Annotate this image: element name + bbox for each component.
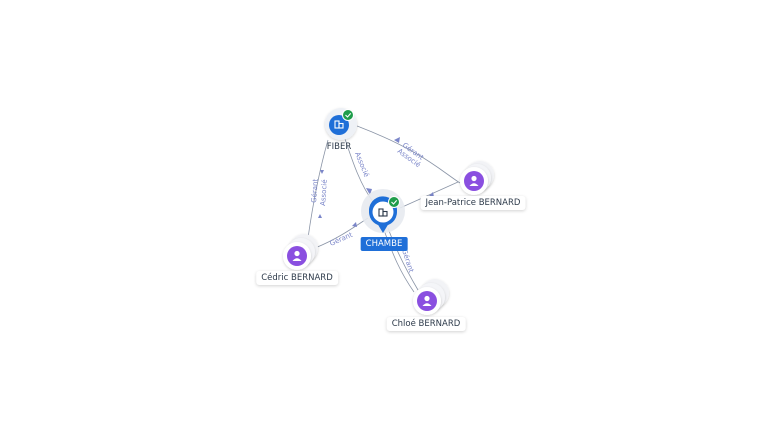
edge-arrows	[318, 137, 434, 227]
node-fiber[interactable]	[325, 108, 357, 140]
person-icon	[469, 175, 479, 186]
node-chambe[interactable]	[361, 189, 405, 233]
company-building-icon	[378, 208, 388, 217]
edge-label-cedric-fiber-1: Gérant	[310, 178, 320, 203]
arrow-cedric-fiber-bottom	[318, 214, 322, 218]
node-label-jean-patrice[interactable]: Jean-Patrice BERNARD	[420, 196, 526, 210]
edge-chloe-center-2	[383, 229, 415, 293]
edge-label-cedric-center: Gérant	[329, 231, 354, 248]
arrow-cedric-fiber-top	[320, 170, 324, 174]
edge-chloe-center	[387, 227, 419, 291]
node-cedric[interactable]	[283, 234, 318, 270]
person-icon	[422, 295, 432, 306]
arrow-jp-fiber	[394, 137, 400, 143]
arrow-cedric-center	[352, 222, 357, 227]
edge-label-cedric-fiber-2: Associé	[319, 179, 329, 206]
node-label-chloe[interactable]: Chloé BERNARD	[386, 317, 466, 331]
edge-label-fiber-center: Associé	[353, 151, 370, 179]
node-label-chambe[interactable]: CHAMBE	[360, 237, 408, 251]
person-icon	[292, 250, 302, 261]
node-chloe[interactable]	[413, 279, 449, 315]
arrow-jp-center	[429, 192, 434, 197]
company-building-icon	[334, 120, 344, 129]
node-label-fiber[interactable]: FIBER	[326, 142, 352, 152]
edges	[307, 125, 461, 293]
edge-jp-fiber	[356, 125, 461, 184]
verified-check-icon	[388, 196, 400, 208]
verified-check-icon	[342, 109, 354, 121]
edge-cedric-fiber	[307, 139, 329, 239]
edge-jp-center	[399, 181, 459, 209]
node-label-cedric[interactable]: Cédric BERNARD	[256, 271, 338, 285]
node-jean-patrice[interactable]	[460, 161, 494, 195]
